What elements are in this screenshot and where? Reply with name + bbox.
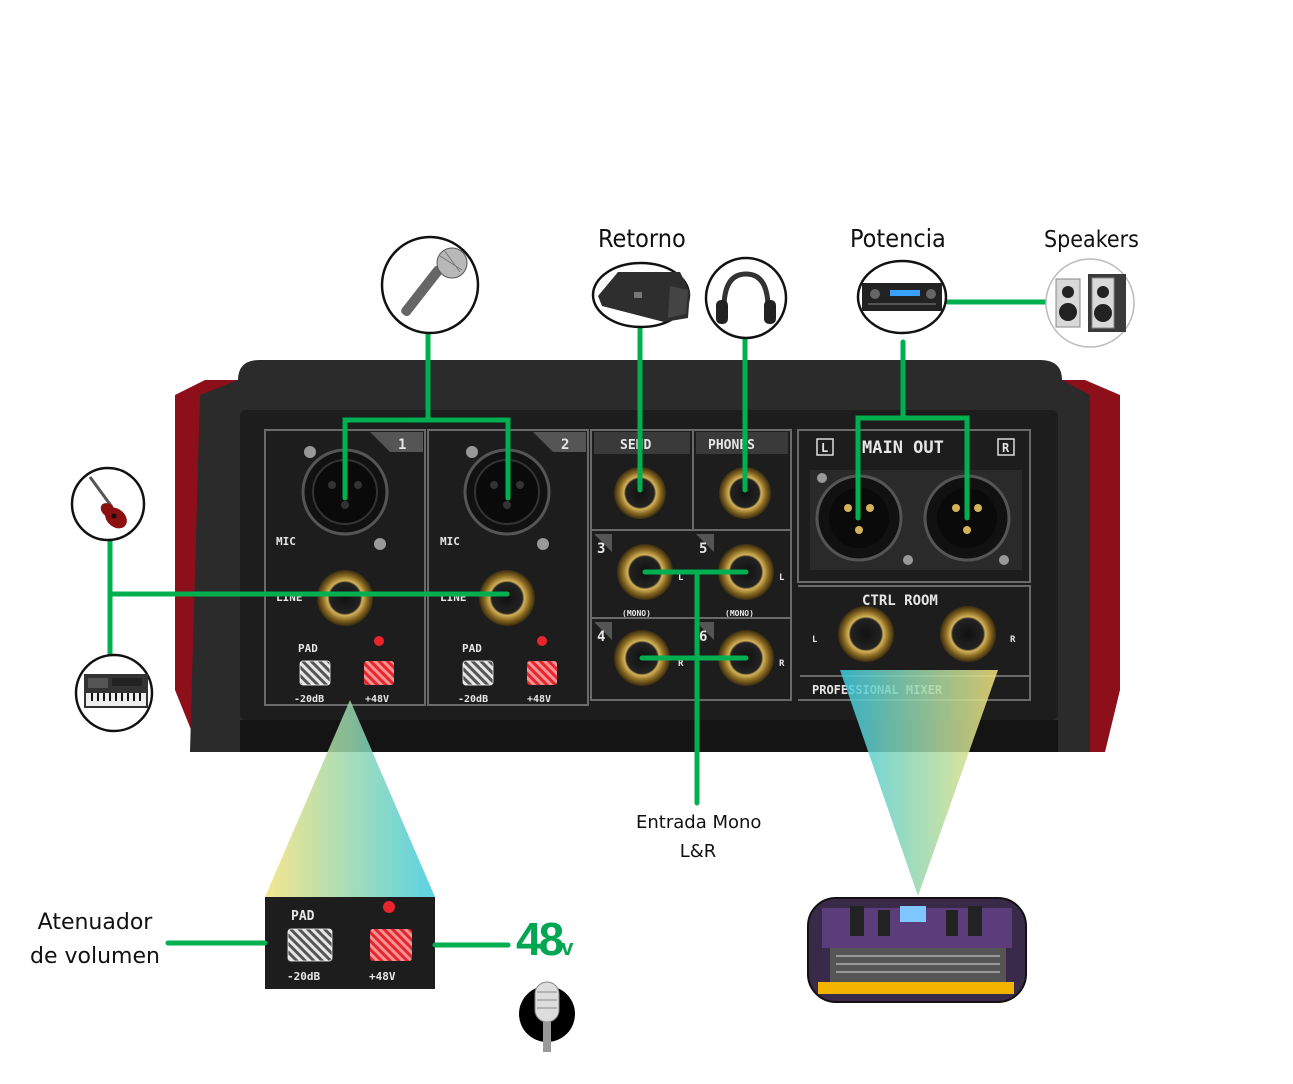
phantom-48-number: 48 bbox=[516, 913, 564, 965]
channel-4-label: 4 bbox=[597, 629, 605, 645]
ctrl-room-label: CTRL ROOM bbox=[862, 593, 938, 609]
xlr-outputs bbox=[810, 470, 1022, 570]
microphone-icon bbox=[380, 235, 480, 335]
send-label: SEND bbox=[620, 438, 651, 453]
pad-zoom-beam bbox=[265, 700, 435, 897]
channel-6-label: 6 bbox=[699, 629, 707, 645]
ch2-mic-label: MIC bbox=[440, 535, 460, 548]
pad-zoom-panel: PAD -20dB +48V bbox=[265, 897, 435, 989]
ch5-l-label: L bbox=[779, 573, 785, 583]
ctrl-room-beam bbox=[840, 670, 998, 896]
ch2-pad-value: -20dB bbox=[458, 694, 488, 705]
phantom-48-unit: v bbox=[561, 935, 574, 960]
entrada-mono-line1: Entrada Mono bbox=[636, 812, 762, 833]
main-out-r-label: R bbox=[1002, 441, 1010, 455]
atenuador-label: Atenuador de volumen bbox=[30, 906, 160, 974]
speakers-icon bbox=[1045, 258, 1135, 348]
atenuador-line1: Atenuador bbox=[37, 910, 153, 935]
speakers-label: Speakers bbox=[1044, 227, 1139, 253]
panel-buttons bbox=[299, 636, 557, 686]
ch1-phantom-value: +48V bbox=[365, 694, 389, 705]
entrada-mono-label: Entrada Mono L&R bbox=[636, 812, 762, 862]
ch3-mono-label: (MONO) bbox=[622, 609, 651, 618]
ch1-pad-label: PAD bbox=[298, 642, 318, 655]
ch5-mono-label: (MONO) bbox=[725, 609, 754, 618]
zoom-phantom-value: +48V bbox=[369, 970, 396, 983]
ch1-pad-value: -20dB bbox=[294, 694, 324, 705]
guitar-icon bbox=[70, 466, 146, 542]
panel-outlines bbox=[264, 429, 1031, 706]
phones-label: PHONES bbox=[708, 438, 755, 453]
ctrl-room-l-label: L bbox=[812, 635, 818, 645]
keyboard-icon bbox=[74, 653, 154, 733]
amplifier-icon bbox=[856, 259, 948, 335]
main-out-l-label: L bbox=[821, 441, 828, 455]
phantom-48-label: 48v bbox=[516, 912, 573, 966]
zoom-pad-value: -20dB bbox=[287, 970, 320, 983]
ch2-phantom-value: +48V bbox=[527, 694, 551, 705]
main-out-label: MAIN OUT bbox=[862, 438, 944, 458]
channel-1-label: 1 bbox=[398, 437, 406, 453]
ch6-r-label: R bbox=[779, 659, 785, 669]
entrada-mono-line2: L&R bbox=[679, 841, 717, 862]
ch4-r-label: R bbox=[678, 659, 684, 669]
ch3-l-label: L bbox=[678, 573, 684, 583]
retorno-label: Retorno bbox=[598, 224, 686, 253]
channel-3-label: 3 bbox=[597, 541, 605, 557]
zoom-pad-label: PAD bbox=[291, 909, 315, 924]
channel-2-label: 2 bbox=[561, 437, 569, 453]
atenuador-line2: de volumen bbox=[30, 944, 160, 970]
studio-icon bbox=[807, 897, 1027, 1003]
connector-lines bbox=[107, 299, 1048, 948]
headphones-icon bbox=[704, 256, 788, 340]
condenser-mic-icon bbox=[519, 981, 575, 1052]
monitor-speaker-icon bbox=[591, 261, 691, 329]
ch2-pad-label: PAD bbox=[462, 642, 482, 655]
channel-5-label: 5 bbox=[699, 541, 707, 557]
potencia-label: Potencia bbox=[850, 224, 946, 253]
ch1-mic-label: MIC bbox=[276, 535, 296, 548]
ctrl-room-r-label: R bbox=[1010, 635, 1016, 645]
